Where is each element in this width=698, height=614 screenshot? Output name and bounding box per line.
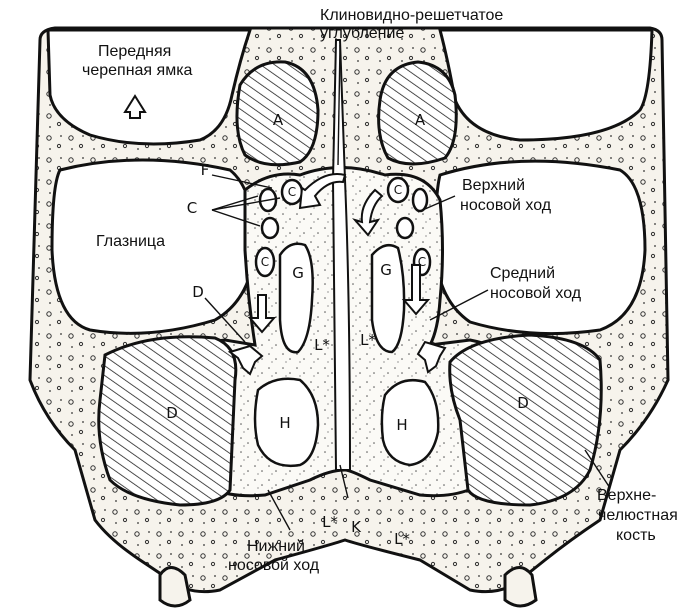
label-maxilla-line1: Верхне- [597,487,656,504]
label-maxilla-line2: челюстная [598,507,678,524]
concha-h-right [382,380,438,465]
letter-l-right: L* [360,331,376,349]
label-fossa-line1: Передняя [98,43,171,60]
letter-g-left: G [292,264,304,282]
letter-c-label: C [187,199,197,217]
letter-h-right: H [396,416,407,434]
letter-c-cell-3: C [394,183,402,197]
letter-l-bottom-right: L* [394,530,410,548]
tooth-right [505,568,536,607]
ethmoid-cell-right-3 [397,218,413,238]
label-recess-line1: Клиновидно-решетчатое [320,7,503,24]
letter-k: K [351,518,362,536]
label-superior-meatus-line2: носовой ход [460,197,552,214]
concha-g-left [280,244,313,352]
letter-d-label: D [192,283,204,301]
letter-d-left: D [166,404,178,422]
letter-l-left: L* [314,336,330,354]
label-maxilla-line3: кость [616,527,656,544]
letter-h-left: H [279,414,290,432]
label-inferior-meatus-line1: Нижний [247,538,305,555]
cranial-fossa-right [440,30,652,140]
ethmoid-cell-right-2 [413,189,427,211]
label-orbit: Глазница [96,233,165,250]
label-recess-line2: углубление [320,25,404,42]
label-fossa-line2: черепная ямка [82,62,193,79]
letter-l-bottom-left: L* [322,513,338,531]
letter-c-cell-2: C [261,255,269,269]
letter-c-cell-1: C [288,185,296,199]
letter-a-left: A [273,111,284,129]
letter-g-right: G [380,261,392,279]
label-superior-meatus-line1: Верхний [462,177,525,194]
letter-c-cell-4: C [418,255,426,269]
label-middle-meatus-line1: Средний [490,265,555,282]
ethmoid-cell-left-3 [262,218,278,238]
label-middle-meatus-line2: носовой ход [490,285,582,302]
letter-a-right: A [415,111,426,129]
label-inferior-meatus-line2: носовой ход [228,557,320,574]
letter-f: F [201,161,210,179]
sinus-d-right [450,335,602,505]
letter-d-right: D [517,394,529,412]
